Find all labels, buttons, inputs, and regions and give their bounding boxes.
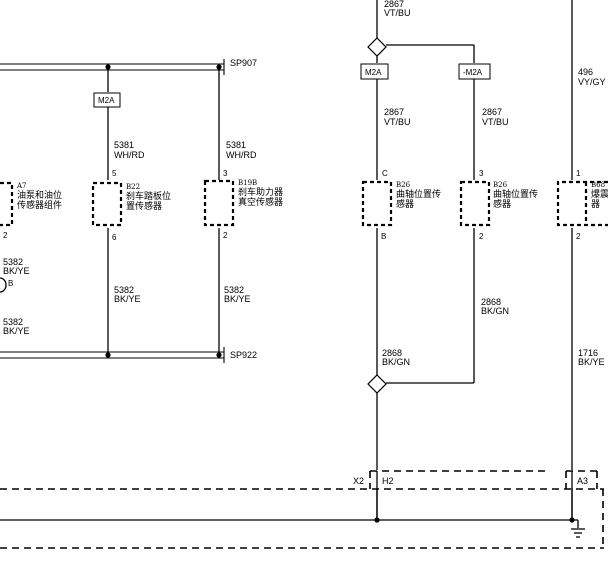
component-b26a-id: B26 [396, 181, 411, 189]
component-a7-name-1: 油泵和油位 [17, 189, 62, 201]
pin-b68-top: 1 [576, 169, 581, 178]
component-b26a-name-2: 感器 [396, 198, 414, 210]
connector-a3-gap [566, 470, 598, 488]
wire-5382c-circuit: 5382 [224, 285, 244, 295]
wire-2868b-color: BK/GN [481, 306, 509, 316]
wire-5382b-color: BK/YE [114, 294, 141, 304]
component-b68-name-2: 器 [591, 199, 600, 210]
component-b26b-name-1: 曲轴位置传 [493, 188, 538, 200]
pin-b19b-bottom: 2 [223, 231, 228, 240]
wire-5381a-color: WH/RD [114, 150, 145, 160]
component-b26b-id: B26 [493, 181, 508, 189]
wire-2867d-circuit: 2867 [482, 107, 502, 117]
component-b26a-name-1: 曲轴位置传 [396, 188, 441, 200]
pin-b22-bottom: 6 [112, 233, 117, 242]
ground-junction-h2 [374, 517, 380, 523]
component-b19b-name-2: 真空传感器 [238, 196, 283, 208]
pin-b19b-top: 3 [223, 169, 228, 178]
pin-a7-bottom: 2 [3, 231, 8, 240]
splice-sp922-bar [0, 347, 225, 363]
fuse-m2a-right-label: M2A [365, 68, 382, 77]
component-b22-name-2: 置传感器 [126, 200, 162, 212]
component-b22-box [91, 181, 123, 227]
component-a7-box [0, 181, 14, 227]
fuse-neg-m2a-label: -M2A [463, 68, 483, 77]
wire-top-circuit: 2867 [384, 0, 404, 9]
wire-2868a-circuit: 2868 [382, 348, 402, 358]
splice-diamond-bottom [367, 374, 387, 394]
wire-1716-circuit: 1716 [578, 348, 598, 358]
pin-b26b-bottom: 2 [479, 232, 484, 241]
component-b26b-name-2: 感器 [493, 198, 511, 210]
wire-5381a-circuit: 5381 [114, 140, 134, 150]
wire-5382a-circuit: 5382 [3, 257, 23, 267]
wire-5382d-color: BK/YE [3, 326, 30, 336]
splice-diamond-top [367, 37, 387, 57]
fuse-m2a-left-box [93, 92, 121, 108]
component-b19b-id: B19B [238, 179, 257, 187]
wire-1716-color: BK/YE [578, 357, 605, 367]
component-b26a-box [361, 180, 393, 227]
pin-b22-top: 5 [112, 169, 117, 178]
connector-x2-label: X2 [353, 476, 364, 486]
component-b68-id: B68 [591, 181, 605, 189]
component-b68-name-1: 爆震 [591, 188, 608, 200]
component-a7-name-2: 传感器组件 [17, 199, 62, 211]
wire-496-color: VY/GY [578, 77, 606, 87]
fuse-m2a-left-label: M2A [98, 96, 115, 105]
wire-5382b-circuit: 5382 [114, 285, 134, 295]
ground-icon [571, 528, 585, 538]
wire-2868a-color: BK/GN [382, 357, 410, 367]
wire-a7-jumper-arc [0, 277, 7, 293]
pin-a7-b: B [8, 279, 13, 288]
wire-5381b-circuit: 5381 [226, 140, 246, 150]
wire-2868b-circuit: 2868 [481, 297, 501, 307]
wire-2867c-circuit: 2867 [384, 107, 404, 117]
ground-junction-a3 [569, 517, 575, 523]
wire-2867d-color: VT/BU [482, 117, 509, 127]
pin-b26b-top: 3 [479, 169, 484, 178]
component-b19b-name-1: 刹车助力器 [238, 186, 283, 198]
wire-5382d-circuit: 5382 [3, 317, 23, 327]
splice-sp907-bar [0, 59, 225, 75]
splice-sp907-label: SP907 [230, 58, 257, 68]
component-b19b-box [203, 179, 235, 227]
connector-a3-label: A3 [577, 476, 588, 486]
component-b22-id: B22 [126, 183, 140, 191]
splice-sp922-label: SP922 [230, 350, 257, 360]
wire-5381b-color: WH/RD [226, 150, 257, 160]
pin-b26a-top: C [382, 169, 388, 178]
fuse-m2a-right-box [360, 63, 389, 80]
pin-b26a-bottom: B [381, 232, 386, 241]
connector-h2-label: H2 [382, 476, 394, 486]
wire-top-color: VT/BU [384, 8, 411, 18]
component-b26b-box [459, 180, 491, 227]
wire-5382a-color: BK/YE [3, 266, 30, 276]
wire-2867c-color: VT/BU [384, 117, 411, 127]
pin-b68-bottom: 2 [576, 232, 581, 241]
component-b68-box [556, 180, 608, 227]
wire-5382c-color: BK/YE [224, 294, 251, 304]
wire-496-circuit: 496 [578, 67, 593, 77]
component-a7-id: A7 [16, 182, 27, 190]
component-b22-name-1: 刹车踏板位 [126, 190, 171, 202]
connector-gap [370, 470, 548, 488]
